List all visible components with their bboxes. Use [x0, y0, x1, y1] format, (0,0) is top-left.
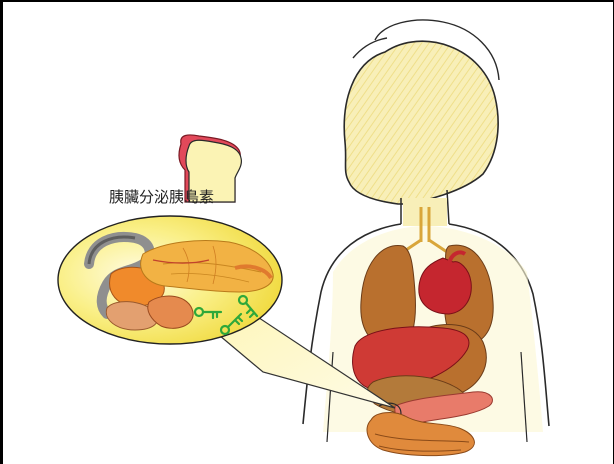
caption-pancreas-secretes-insulin: 胰臟分泌胰島素	[109, 186, 214, 207]
head	[344, 41, 498, 204]
illustration	[3, 2, 614, 464]
